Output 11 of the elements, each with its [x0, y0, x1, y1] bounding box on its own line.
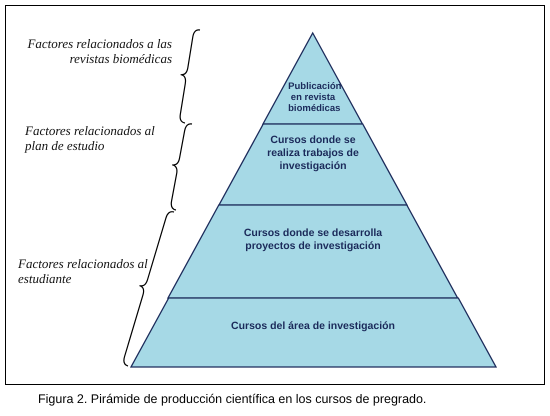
tier-label: Cursos donde se realiza trabajos de investigación [266, 134, 360, 173]
tier-label: Cursos del área de investigación [230, 320, 396, 333]
pyramid-tier [263, 33, 363, 124]
tier-label: Cursos donde se desarrolla proyectos de investigación [242, 227, 384, 253]
tier-group-label: Factores relacionados al plan de estudio [25, 123, 156, 153]
figure-caption: Figura 2. Pirámide de producción científica en los cursos de pregrado. [38, 392, 426, 406]
pyramid-tier [130, 298, 496, 367]
pyramid-tier [219, 124, 407, 205]
tier-group-label: Factores relacionados a las revistas biomédicas [26, 36, 172, 66]
pyramid-tier [168, 205, 458, 298]
tier-group-label: Factores relacionados al estudiante [18, 256, 149, 286]
